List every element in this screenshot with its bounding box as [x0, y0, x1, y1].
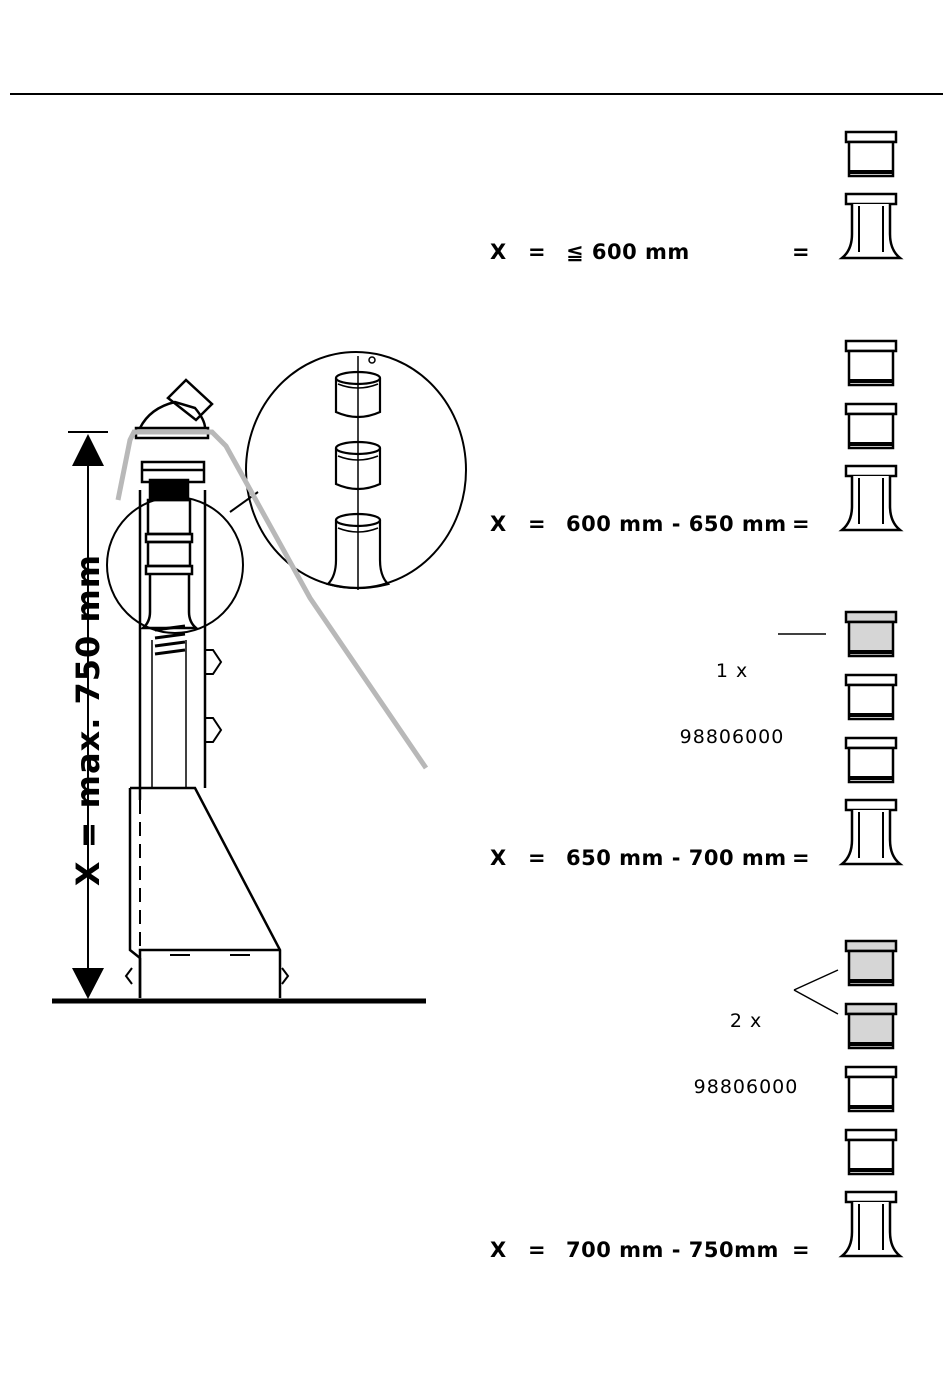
- dimension-label: X = max. 750 mm: [58, 560, 118, 880]
- hood-body: [130, 788, 280, 998]
- extension-piece-3: [842, 800, 900, 864]
- callout-part: 98806000: [672, 726, 792, 748]
- spacer-ring-1-1: [846, 132, 896, 176]
- row-eq2: =: [792, 846, 810, 870]
- callout-qty: 2 x: [686, 1010, 806, 1032]
- row-eq: =: [528, 1238, 546, 1262]
- extension-piece-1: [842, 194, 900, 258]
- spacer-ring-2-2: [846, 341, 896, 385]
- row-3: X = 650 mm - 700 mm =: [490, 846, 506, 966]
- row-var: X: [490, 1238, 507, 1262]
- callout-part: 98806000: [686, 1076, 806, 1098]
- row-range: 650 mm - 700 mm: [566, 846, 787, 870]
- row-2: X = 600 mm - 650 mm =: [490, 512, 506, 632]
- extension-piece-2: [842, 466, 900, 530]
- part-ring-3-1: [846, 612, 896, 656]
- row-eq2: =: [792, 512, 810, 536]
- dimension-label-text: X = max. 750 mm: [69, 554, 107, 886]
- arrow-down-icon: [72, 968, 104, 999]
- row-eq: =: [528, 512, 546, 536]
- spacer-ring-4-2: [846, 1067, 896, 1111]
- row-eq: =: [528, 846, 546, 870]
- row-var: X: [490, 846, 507, 870]
- row-var: X: [490, 512, 507, 536]
- row-range: ≦ 600 mm: [566, 240, 690, 264]
- extension-piece-4: [842, 1192, 900, 1256]
- row-range: 700 mm - 750mm: [566, 1238, 779, 1262]
- spacer-ring-2-1: [846, 404, 896, 448]
- row-4: X = 700 mm - 750mm =: [490, 1238, 506, 1358]
- part-ring-4-2: [846, 941, 896, 985]
- spacer-ring-3-1: [846, 738, 896, 782]
- spacer-ring-3-2: [846, 675, 896, 719]
- row-eq: =: [528, 240, 546, 264]
- callout-qty: 1 x: [672, 660, 792, 682]
- callout-1: 1 x 98806000: [672, 616, 792, 770]
- row-eq2: =: [792, 240, 810, 264]
- part-ring-4-1: [846, 1004, 896, 1048]
- spacer-ring-4-1: [846, 1130, 896, 1174]
- outlet-spigot: [168, 380, 212, 420]
- component-stacks: [842, 132, 900, 1256]
- row-eq2: =: [792, 1238, 810, 1262]
- row-range: 600 mm - 650 mm: [566, 512, 787, 536]
- row-1: X = ≦ 600 mm =: [490, 240, 506, 360]
- arrow-up-icon: [72, 434, 104, 466]
- callout-2: 2 x 98806000: [686, 966, 806, 1120]
- row-var: X: [490, 240, 507, 264]
